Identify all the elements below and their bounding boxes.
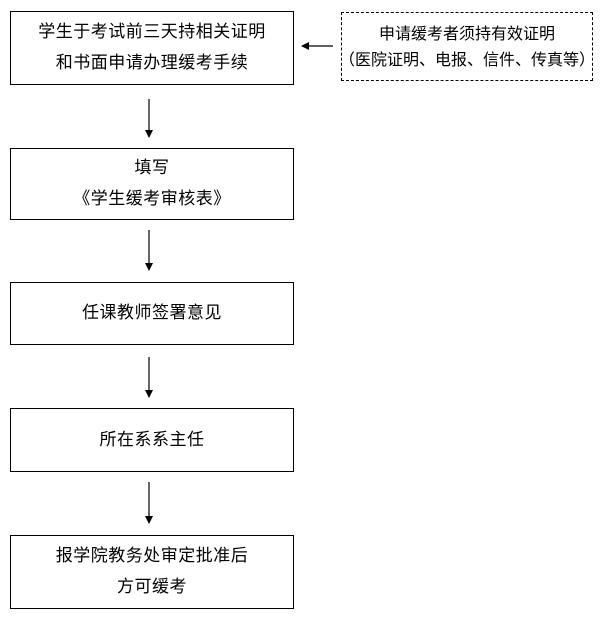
note-line-2: （医院证明、电报、信件、传真等）: [339, 49, 596, 69]
step-2-fill-form-box: 填写 《学生缓考审核表》: [10, 148, 294, 220]
step-1-line-1: 学生于考试前三天持相关证明: [38, 22, 266, 42]
step-1-apply-box: 学生于考试前三天持相关证明 和书面申请办理缓考手续: [10, 11, 294, 85]
step-2-line-2: 《学生缓考审核表》: [73, 189, 231, 209]
note-line-1: 申请缓考者须持有效证明: [378, 23, 555, 43]
step-5-line-2: 方可缓考: [117, 577, 187, 597]
step-5-approval-box: 报学院教务处审定批准后 方可缓考: [10, 535, 294, 609]
step-4-department-head-box: 所在系系主任: [10, 408, 294, 472]
step-1-line-2: 和书面申请办理缓考手续: [55, 53, 249, 73]
step-3-teacher-box: 任课教师签署意见: [10, 282, 294, 345]
note-proof-box: 申请缓考者须持有效证明 （医院证明、电报、信件、传真等）: [339, 12, 596, 81]
step-5-line-1: 报学院教务处审定批准后: [55, 546, 249, 566]
step-3-line-1: 任课教师签署意见: [82, 303, 222, 323]
step-4-line-1: 所在系系主任: [99, 429, 205, 450]
step-2-line-1: 填写: [134, 158, 170, 178]
